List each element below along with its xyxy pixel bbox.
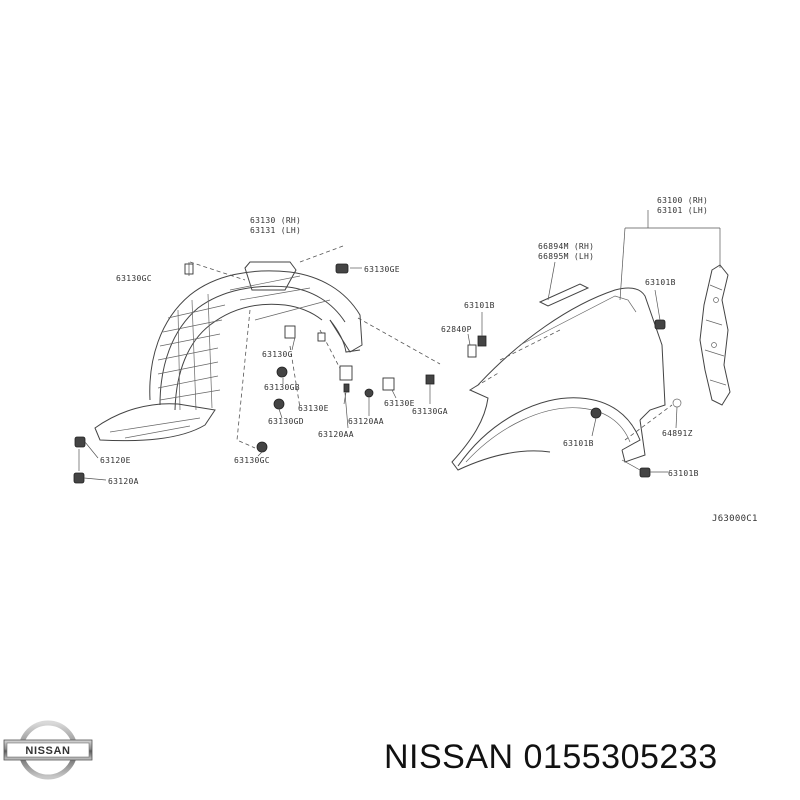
- label-63130gb: 63130GB: [264, 383, 300, 392]
- label-63120e: 63120E: [100, 456, 131, 465]
- fender-protector-clips: [73, 263, 435, 484]
- label-63130gc-bot: 63130GC: [234, 456, 270, 465]
- label-63101b-c: 63101B: [563, 439, 594, 448]
- label-63130gc-top: 63130GC: [116, 274, 152, 283]
- label-63130gd: 63130GD: [268, 417, 304, 426]
- front-fender-drawing: [451, 287, 673, 471]
- label-66894m: 66894M (RH): [538, 242, 594, 251]
- label-63101b-a: 63101B: [464, 301, 495, 310]
- label-63120a: 63120A: [108, 477, 139, 486]
- diagram-code: J63000C1: [712, 514, 758, 524]
- fender-protector-leaders: [83, 262, 431, 481]
- fender-protector-drawing: [94, 261, 363, 442]
- label-63120aa-a: 63120AA: [348, 417, 384, 426]
- label-63101b-b: 63101B: [645, 278, 676, 287]
- nissan-logo: NISSAN: [3, 720, 93, 780]
- label-63101: 63101 (LH): [657, 206, 708, 215]
- label-63130g: 63130G: [262, 350, 293, 359]
- label-63130e-b: 63130E: [384, 399, 415, 408]
- logo-text: NISSAN: [25, 745, 70, 757]
- label-66895m: 66895M (LH): [538, 252, 594, 261]
- label-63130e-a: 63130E: [298, 404, 329, 413]
- fender-clips: [467, 319, 682, 478]
- label-63130: 63130 (RH): [250, 216, 301, 225]
- label-62840p: 62840P: [441, 325, 472, 334]
- part-number-text: NISSAN 0155305233: [384, 738, 718, 776]
- fender-callout-lines: [619, 210, 721, 301]
- fender-leaders: [467, 289, 678, 473]
- part-labels: 63130 (RH) 63131 (LH) 63130GC 63130GE 63…: [100, 196, 758, 524]
- fender-bracket-drawing: [699, 264, 731, 406]
- fender-seal-strip-drawing: [538, 261, 590, 307]
- label-63130ga: 63130GA: [412, 407, 448, 416]
- label-63100: 63100 (RH): [657, 196, 708, 205]
- label-63101b-d: 63101B: [668, 469, 699, 478]
- label-64891z: 64891Z: [662, 429, 693, 438]
- label-63131: 63131 (LH): [250, 226, 301, 235]
- label-63130ge: 63130GE: [364, 265, 400, 274]
- label-63120aa-b: 63120AA: [318, 430, 354, 439]
